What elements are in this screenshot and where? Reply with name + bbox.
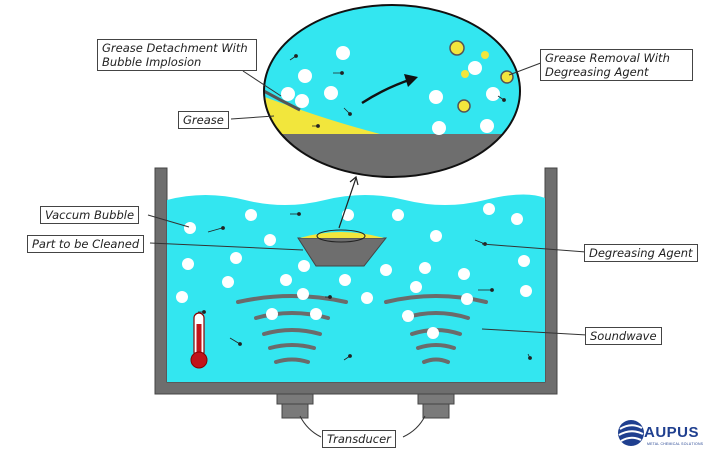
aupus-logo-icon [618, 420, 644, 446]
direction-arrow [361, 74, 418, 105]
label-vaccum-bubble: Vaccum Bubble [40, 206, 140, 224]
label-part-to-be-cleaned: Part to be Cleaned [27, 235, 145, 253]
label-degreasing-agent: Degreasing Agent [584, 244, 698, 262]
logo-name: AUPUS [644, 424, 700, 441]
magnified-particles [289, 54, 506, 128]
magnified-bubbles [281, 46, 500, 135]
label-grease: Grease [178, 111, 229, 129]
magnified-view [263, 4, 521, 178]
label-transducer: Transducer [322, 430, 396, 448]
label-grease-detachment: Grease Detachment With Bubble Implosion [97, 39, 257, 71]
leader-lines [147, 60, 588, 438]
tank-bubbles [176, 203, 532, 339]
thermometer-icon [190, 312, 208, 369]
tank-particles [198, 212, 532, 361]
degreasing-liquid [167, 194, 545, 382]
logo-tagline: METAL CHEMICAL SOLUTIONS [647, 442, 704, 446]
label-soundwave: Soundwave [585, 327, 662, 345]
label-grease-removal: Grease Removal With Degreasing Agent [540, 49, 693, 81]
transducer-left [276, 393, 314, 419]
part-to-be-cleaned [297, 229, 388, 267]
transducer-right [417, 393, 455, 419]
zoom-arrow [338, 175, 359, 229]
grease-droplets [449, 40, 514, 113]
